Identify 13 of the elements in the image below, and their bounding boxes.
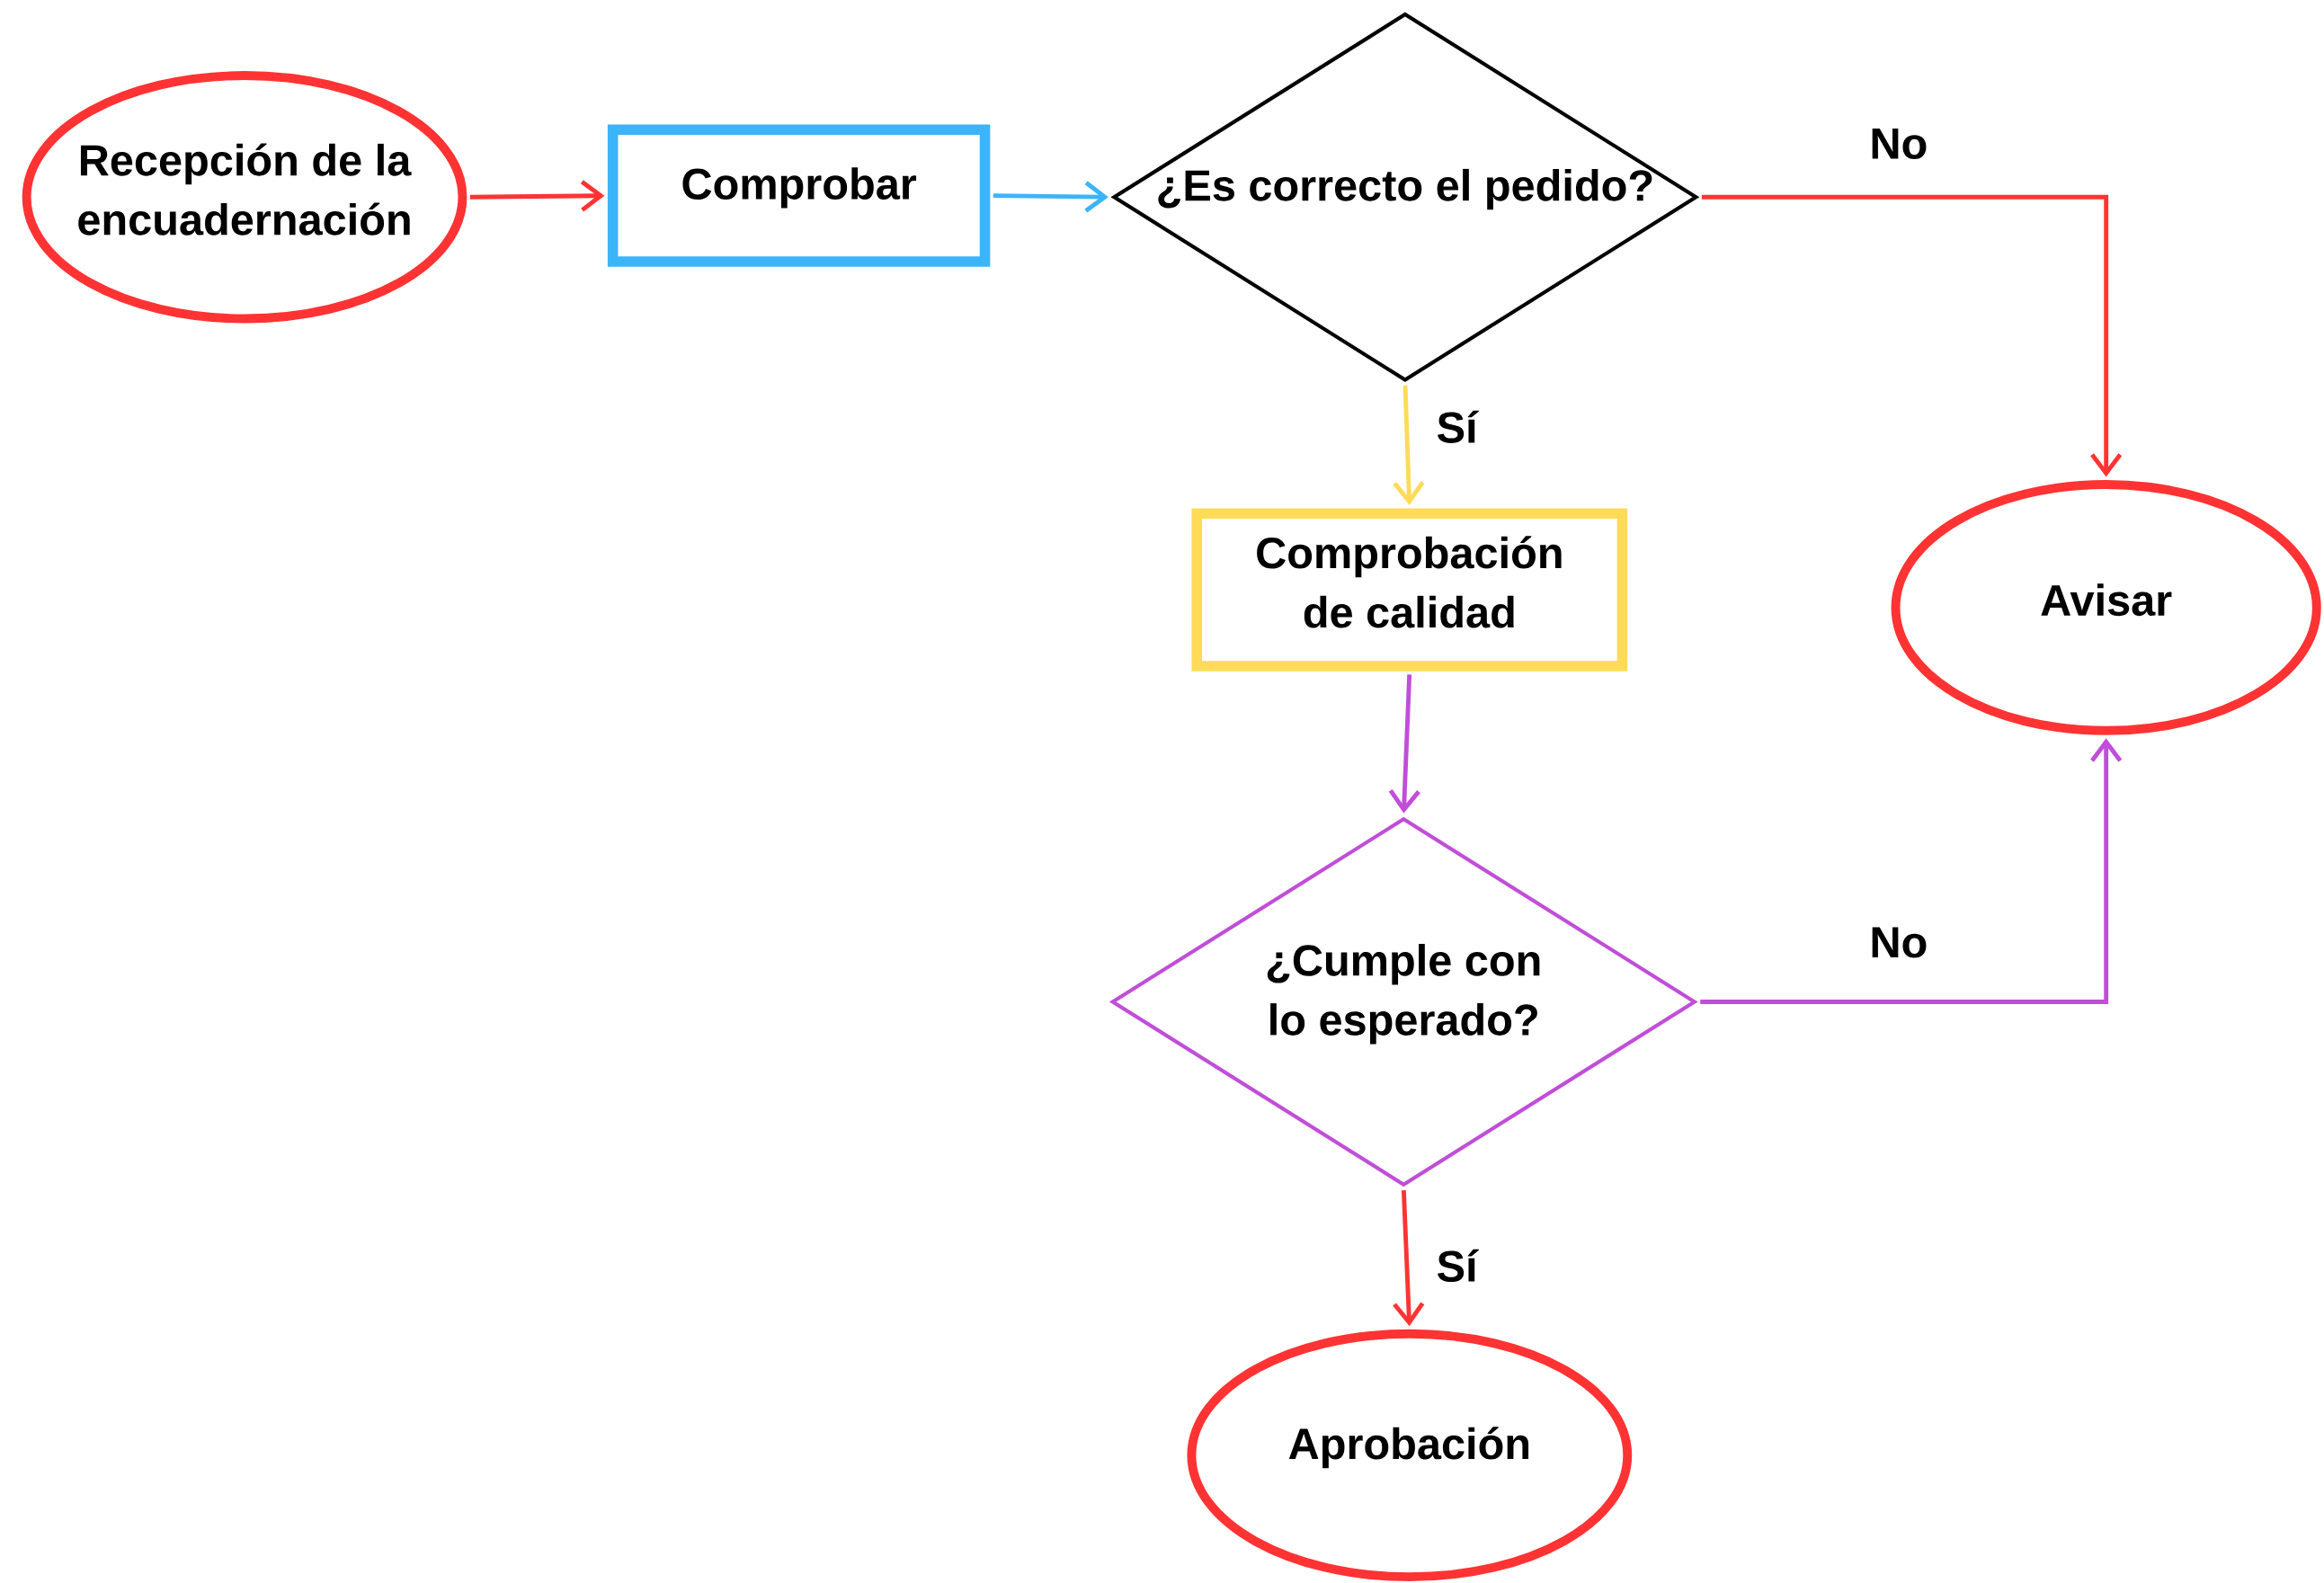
arrow xyxy=(1393,385,1425,506)
arrow xyxy=(993,181,1109,213)
arrow xyxy=(1701,195,2123,477)
arrow xyxy=(1393,1190,1425,1327)
edge-label: Sí xyxy=(1433,1246,1482,1285)
edge-label: Sí xyxy=(1433,407,1482,447)
process-box: Comprobación de calidad xyxy=(1191,508,1628,671)
edge-label: No xyxy=(1865,924,1931,962)
edge-label: No xyxy=(1865,125,1931,163)
process-box: Comprobar xyxy=(607,124,991,267)
arrow xyxy=(469,180,605,212)
arrow xyxy=(1388,674,1420,814)
arrow xyxy=(1700,738,2123,1005)
